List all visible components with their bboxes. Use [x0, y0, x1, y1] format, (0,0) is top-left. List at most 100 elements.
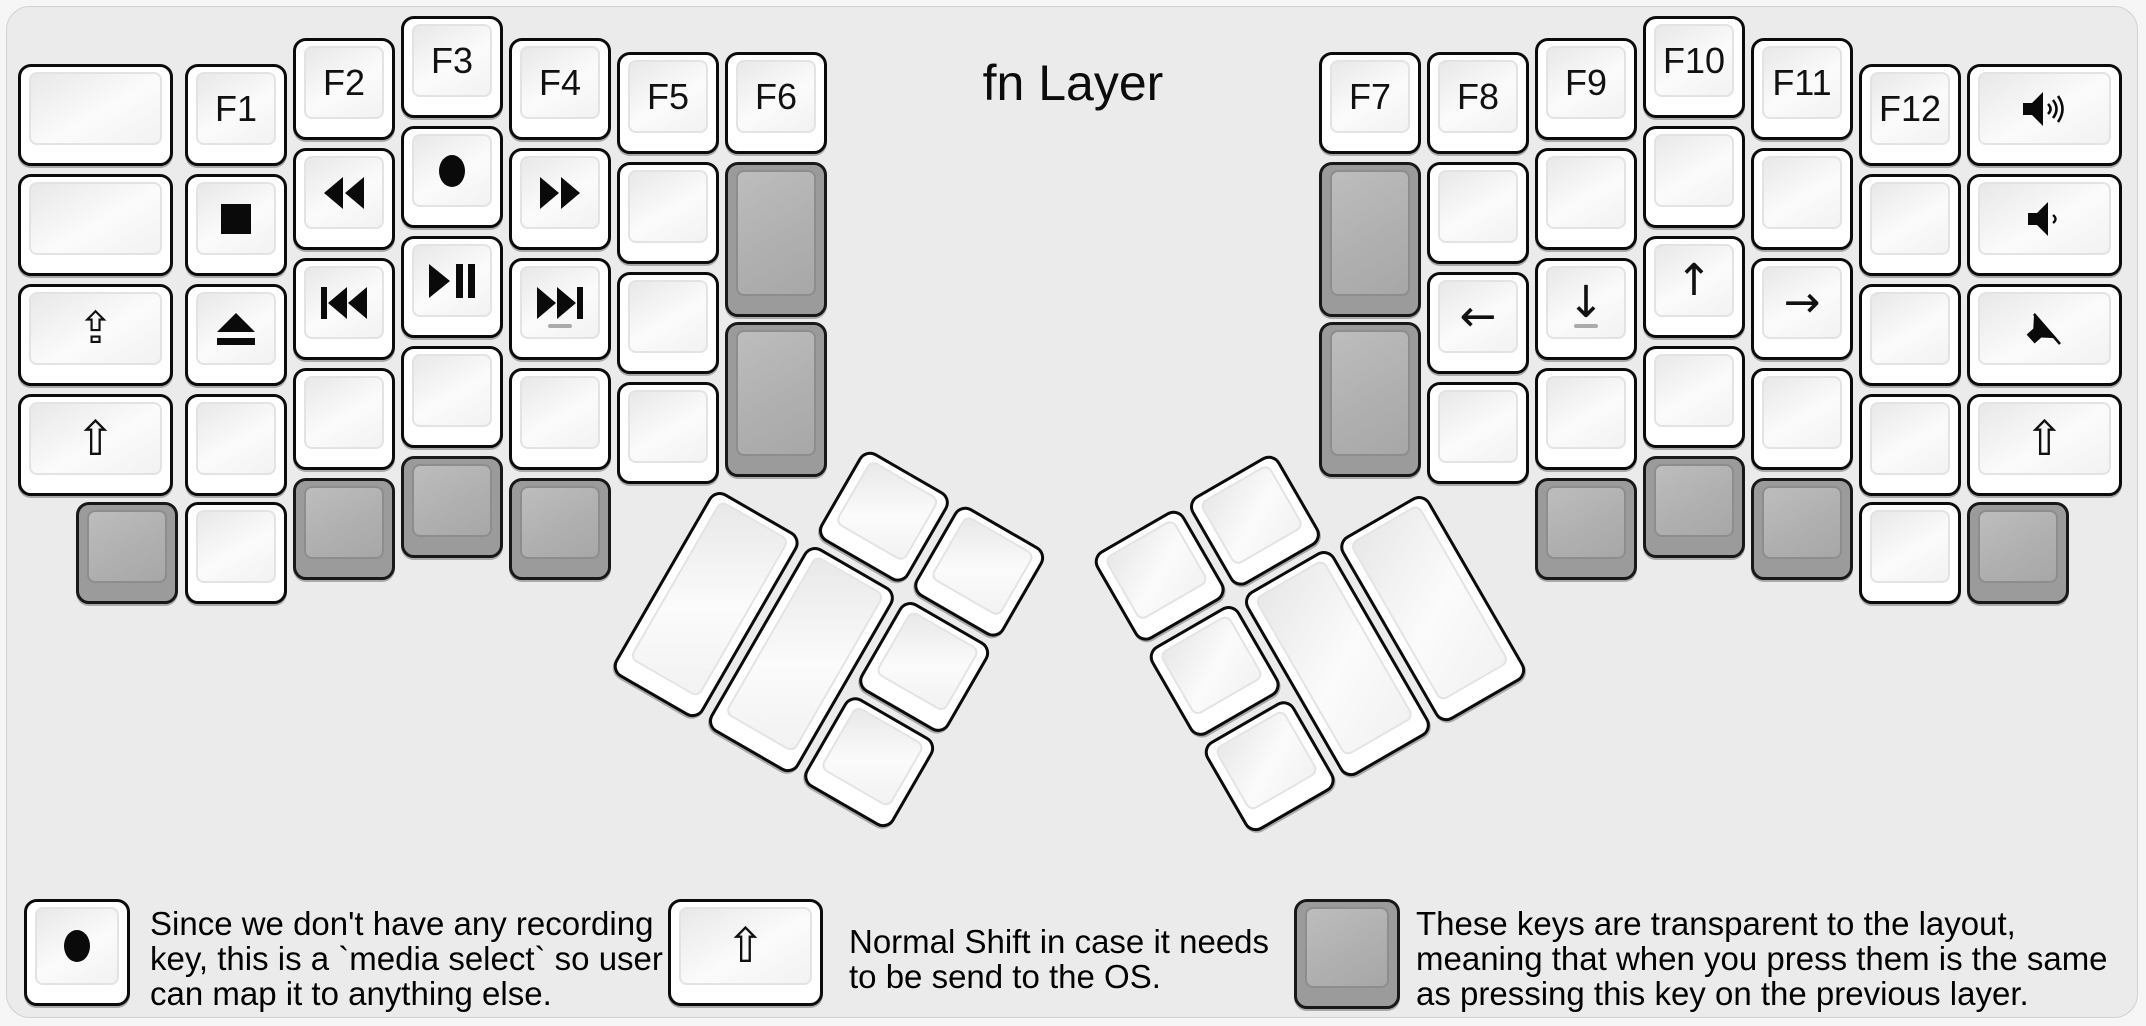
key-next-track[interactable] [509, 258, 611, 360]
keytop: F6 [736, 60, 816, 133]
keytop [1654, 354, 1734, 427]
key-blank[interactable] [617, 162, 719, 264]
shift-icon: ⇧ [2024, 410, 2065, 467]
keytop [29, 182, 162, 255]
key-blank[interactable] [1751, 368, 1853, 470]
key-transparent[interactable] [1319, 322, 1421, 477]
key-mute[interactable] [1967, 284, 2122, 386]
key-transparent[interactable] [401, 456, 503, 558]
key-f3[interactable]: F3 [401, 16, 503, 118]
key-blank[interactable] [1535, 148, 1637, 250]
legend-text-line: Since we don't have any recording [150, 905, 654, 942]
key-transparent[interactable] [509, 478, 611, 580]
keytop [736, 170, 816, 296]
key-arrow-left[interactable]: ← [1427, 272, 1529, 374]
key-f5[interactable]: F5 [617, 52, 719, 154]
key-f10[interactable]: F10 [1643, 16, 1745, 118]
play-pause-icon [429, 263, 475, 298]
keytop [412, 464, 492, 537]
key-fast-forward[interactable] [509, 148, 611, 250]
key-prev-track[interactable] [293, 258, 395, 360]
key-transparent[interactable] [1643, 456, 1745, 558]
key-stop[interactable] [185, 174, 287, 276]
keytop [736, 330, 816, 456]
key-f2[interactable]: F2 [293, 38, 395, 140]
key-label: F4 [538, 61, 581, 103]
arrow-up-icon: ↑ [1675, 254, 1713, 306]
keytop [1546, 156, 1626, 229]
keytop [1654, 464, 1734, 537]
keytop: F2 [304, 46, 384, 119]
key-f11[interactable]: F11 [1751, 38, 1853, 140]
key-blank[interactable] [1859, 174, 1961, 276]
legend-text-line: Normal Shift in case it needs [849, 923, 1270, 960]
key-volume-down[interactable] [1967, 174, 2122, 276]
key-f9[interactable]: F9 [1535, 38, 1637, 140]
legend-shift-note-key: ⇧ [668, 899, 823, 1006]
key-blank[interactable] [1643, 126, 1745, 228]
key-transparent[interactable] [1967, 502, 2069, 604]
keytop [1870, 182, 1950, 255]
key-play-pause[interactable] [401, 236, 503, 338]
key-blank[interactable] [1535, 368, 1637, 470]
keytop: F9 [1546, 46, 1626, 119]
keytop [1330, 170, 1410, 296]
next-track-icon [537, 286, 583, 319]
key-transparent[interactable] [1319, 162, 1421, 317]
legend-text-line: as pressing this key on the previous lay… [1416, 975, 2029, 1012]
key-blank[interactable] [401, 346, 503, 448]
key-caps-lock[interactable]: ⇪ [18, 284, 173, 386]
key-f6[interactable]: F6 [725, 52, 827, 154]
keytop [520, 156, 600, 229]
homing-bar [1574, 324, 1598, 328]
legend-text-line: meaning that when you press them is the … [1416, 940, 2108, 977]
keytop: F1 [196, 72, 276, 145]
key-arrow-right[interactable]: → [1751, 258, 1853, 360]
key-transparent[interactable] [725, 162, 827, 317]
key-blank[interactable] [185, 394, 287, 496]
key-f12[interactable]: F12 [1859, 64, 1961, 166]
key-shift[interactable]: ⇧ [18, 394, 173, 496]
key-rewind[interactable] [293, 148, 395, 250]
key-arrow-up[interactable]: ↑ [1643, 236, 1745, 338]
legend-record-note-key [24, 899, 130, 1006]
key-f7[interactable]: F7 [1319, 52, 1421, 154]
key-f4[interactable]: F4 [509, 38, 611, 140]
key-blank[interactable] [1859, 502, 1961, 604]
keytop [412, 244, 492, 317]
keytop [1978, 182, 2111, 255]
key-label: F9 [1564, 61, 1607, 103]
key-record[interactable] [401, 126, 503, 228]
key-blank[interactable] [1751, 148, 1853, 250]
key-blank[interactable] [1859, 284, 1961, 386]
keytop [1870, 510, 1950, 583]
key-f1[interactable]: F1 [185, 64, 287, 166]
key-transparent[interactable] [725, 322, 827, 477]
keytop [1870, 292, 1950, 365]
key-f8[interactable]: F8 [1427, 52, 1529, 154]
key-blank[interactable] [509, 368, 611, 470]
key-transparent[interactable] [1751, 478, 1853, 580]
key-transparent[interactable] [76, 502, 178, 604]
caps-lock-icon: ⇪ [77, 302, 114, 354]
key-blank[interactable] [293, 368, 395, 470]
key-blank[interactable] [18, 174, 173, 276]
key-blank[interactable] [617, 272, 719, 374]
key-transparent[interactable] [1535, 478, 1637, 580]
key-blank[interactable] [617, 382, 719, 484]
key-blank[interactable] [1427, 382, 1529, 484]
key-shift[interactable]: ⇧ [1967, 394, 2122, 496]
key-eject[interactable] [185, 284, 287, 386]
keytop [412, 354, 492, 427]
key-blank[interactable] [1427, 162, 1529, 264]
key-blank[interactable] [1859, 394, 1961, 496]
key-blank[interactable] [185, 502, 287, 604]
key-transparent[interactable] [293, 478, 395, 580]
key-arrow-down[interactable]: ↓ [1535, 258, 1637, 360]
eject-icon [217, 312, 255, 345]
key-blank[interactable] [1643, 346, 1745, 448]
keytop [87, 510, 167, 583]
key-blank[interactable] [18, 64, 173, 166]
key-volume-up[interactable] [1967, 64, 2122, 166]
